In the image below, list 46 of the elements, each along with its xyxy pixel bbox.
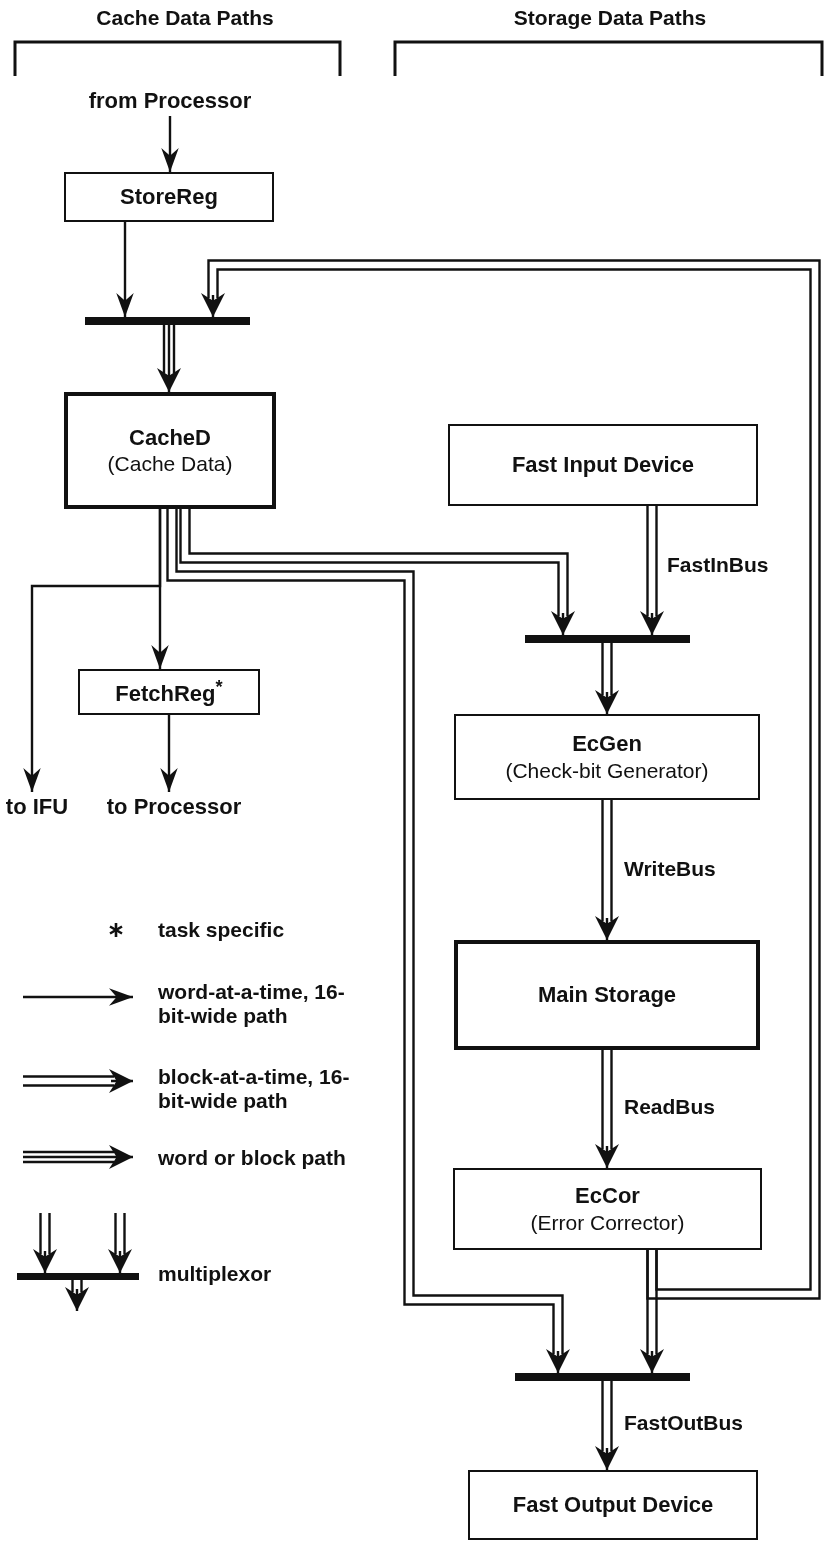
legend-text: word or block path xyxy=(158,1146,347,1171)
section-heading: Storage Data Paths xyxy=(513,6,707,30)
legend-text: multiplexor xyxy=(158,1262,273,1287)
box-title: Fast Output Device xyxy=(512,1491,714,1519)
box-title: FetchReg$^{*}$ xyxy=(115,676,223,708)
box-title: EcCor xyxy=(575,1183,640,1210)
io-label: from Processor xyxy=(60,86,280,116)
process-box xyxy=(78,669,260,715)
arrow xyxy=(160,715,178,792)
io-label: to IFU xyxy=(0,792,74,822)
section-heading: Cache Data Paths xyxy=(96,6,274,30)
box-title: CacheD xyxy=(129,424,211,452)
process-box xyxy=(454,940,760,1050)
arrow xyxy=(595,641,619,716)
box-subtitle: (Error Corrector) xyxy=(530,1209,685,1235)
multiplexor-bar xyxy=(515,1373,690,1381)
legend-text: task specific xyxy=(158,918,286,943)
process-box xyxy=(453,1168,762,1250)
process-box xyxy=(64,392,276,509)
box-title: Main Storage xyxy=(537,981,677,1009)
arrow xyxy=(595,1048,619,1170)
legend-text: block-at-a-time, 16-bit-wide path xyxy=(158,1065,351,1114)
multiplexor-bar xyxy=(85,317,250,325)
box-title: StoreReg xyxy=(120,183,218,211)
arrow xyxy=(151,509,169,669)
box-title: EcGen xyxy=(572,731,642,758)
legend-text: word-at-a-time, 16-bit-wide path xyxy=(158,980,346,1029)
arrow xyxy=(595,1379,619,1472)
arrow xyxy=(640,1248,664,1375)
arrow xyxy=(640,504,664,637)
arrow xyxy=(166,507,570,1375)
arrow xyxy=(179,507,575,637)
arrow xyxy=(201,259,821,1300)
box-subtitle: (Cache Data) xyxy=(107,451,233,477)
process-box xyxy=(448,424,758,506)
process-box xyxy=(454,714,760,800)
box-subtitle: (Check-bit Generator) xyxy=(505,757,709,783)
box-title: Fast Input Device xyxy=(511,451,695,479)
arrow xyxy=(116,222,134,317)
io-label: to Processor xyxy=(84,792,264,822)
process-box xyxy=(468,1470,758,1540)
process-box xyxy=(64,172,274,222)
arrow xyxy=(595,798,619,942)
multiplexor-bar xyxy=(525,635,690,643)
arrow xyxy=(161,116,179,172)
arrow xyxy=(157,323,181,394)
